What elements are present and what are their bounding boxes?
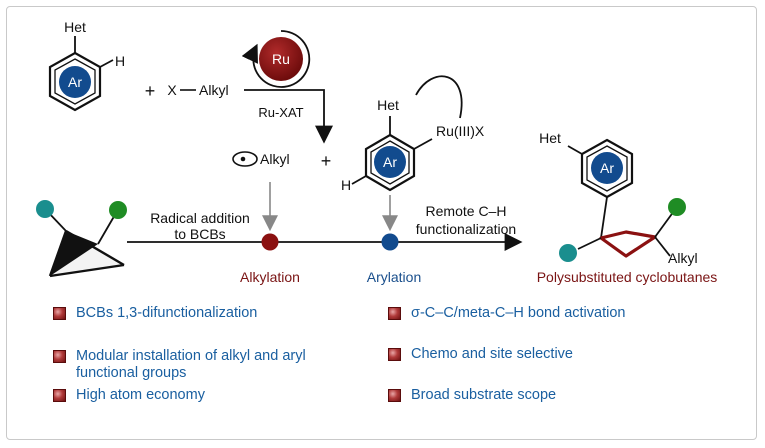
bullet-text: Chemo and site selective [411, 346, 573, 362]
ar-circle [59, 66, 91, 98]
step2-label-line1: Remote C–H [426, 203, 507, 219]
bullet-item: Broad substrate scope [388, 387, 556, 404]
bullet-square-icon [388, 307, 401, 320]
bullet-text: Broad substrate scope [411, 387, 557, 403]
bullet-square-icon [53, 350, 66, 363]
complex-ru-label: Ru(III)X [436, 123, 485, 139]
bcb-molecule [36, 200, 127, 278]
ru-label: Ru [272, 51, 290, 67]
complex-h-label: H [341, 177, 351, 193]
bullet-square-icon [388, 389, 401, 402]
ar-label: Ar [68, 74, 82, 90]
bullet-square-icon [53, 307, 66, 320]
plus-sign: + [145, 81, 156, 101]
plus-sign-2: + [321, 151, 332, 171]
alkyl-radical: Alkyl [232, 151, 290, 167]
radical-alkyl-label: Alkyl [260, 151, 290, 167]
bullet-square-icon [388, 348, 401, 361]
product-het-label: Het [539, 130, 561, 146]
alkyl-label: Alkyl [199, 82, 229, 98]
bullet-text: σ-C–C/meta-C–H bond activation [411, 305, 626, 321]
xat-arrow [244, 89, 333, 144]
alkylation-node [261, 233, 279, 251]
bullet-item: σ-C–C/meta-C–H bond activation [388, 305, 625, 322]
bullet-text: High atom economy [76, 387, 205, 403]
bullet-text: Modular installation of alkyl and aryl [76, 348, 306, 364]
product-ar-label: Ar [600, 160, 614, 176]
step1-label-line2: to BCBs [174, 226, 225, 242]
product-alkyl-label: Alkyl [668, 250, 698, 266]
bullet-item: High atom economy [53, 387, 205, 404]
bullet-square-icon [53, 389, 66, 402]
x-label: X [167, 82, 177, 98]
figure-frame [6, 6, 757, 440]
ru-catalyst: Ru Ru-XAT [241, 30, 311, 120]
bullet-text-line2: functional groups [76, 365, 187, 381]
bullet-item: Chemo and site selective [388, 346, 573, 363]
arylation-label: Arylation [367, 269, 421, 285]
product-teal-substituent [559, 244, 577, 262]
product-caption: Polysubstituted cyclobutanes [537, 269, 718, 285]
green-substituent [109, 201, 127, 219]
arylation-node [381, 233, 399, 251]
het-label: Het [64, 19, 86, 35]
step1-label-line1: Radical addition [150, 210, 250, 226]
alkyl-halide: X Alkyl [167, 82, 228, 98]
ru-xat-label: Ru-XAT [258, 105, 303, 120]
product-green-substituent [668, 198, 686, 216]
ru-aryl-complex: Ar Het Ru(III)X H [341, 75, 485, 193]
complex-het-label: Het [377, 97, 399, 113]
teal-substituent [36, 200, 54, 218]
reactant-arene: Ar Het H [48, 19, 125, 112]
bullet-item: BCBs 1,3-difunctionalization [53, 305, 257, 322]
bullet-item: Modular installation of alkyl and aryl f… [53, 348, 306, 382]
complex-ar-label: Ar [383, 154, 397, 170]
bullet-text: BCBs 1,3-difunctionalization [76, 305, 258, 321]
alkylation-label: Alkylation [240, 269, 300, 285]
product-cyclobutane: Ar Het Alkyl [539, 130, 697, 266]
step2-label-line2: functionalization [416, 221, 516, 237]
h-label: H [115, 53, 125, 69]
